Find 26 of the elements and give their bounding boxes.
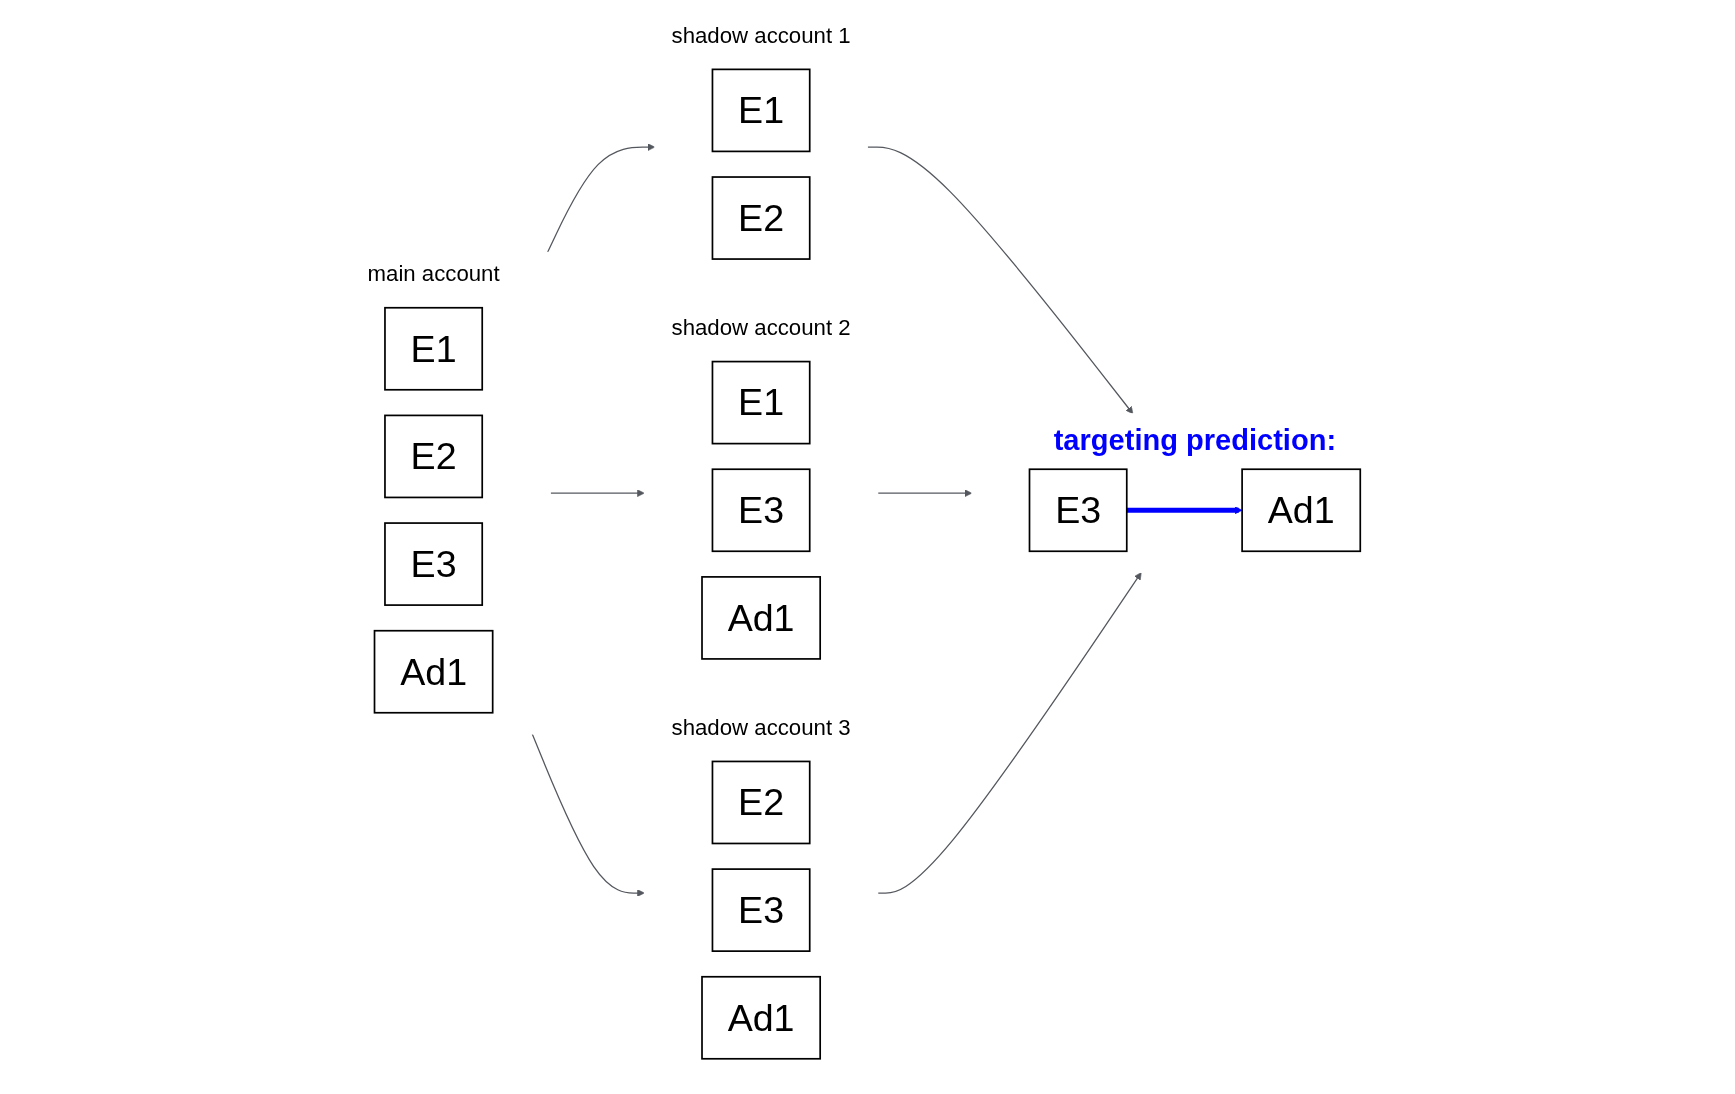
arrow: [547, 143, 656, 253]
node-box: E2: [384, 414, 484, 499]
node-box: E1: [711, 360, 811, 445]
arrow: [877, 572, 1142, 894]
node-box: E1: [384, 306, 484, 391]
node-text: shadow account 1: [671, 22, 851, 49]
node-text: targeting prediction:: [1053, 423, 1337, 457]
node-box: E3: [1028, 468, 1128, 553]
arrow: [866, 146, 1134, 415]
node-box: E3: [711, 868, 811, 952]
arrow: [1126, 506, 1243, 514]
node-box: E2: [711, 176, 811, 260]
node-box: Ad1: [373, 629, 494, 714]
node-text: shadow account 2: [671, 314, 851, 341]
node-box: E3: [384, 522, 484, 606]
arrow: [877, 489, 973, 497]
node-text: shadow account 3: [671, 714, 851, 741]
node-box: E3: [711, 468, 811, 553]
arrow: [549, 489, 645, 497]
node-box: E2: [711, 760, 811, 845]
arrow: [531, 733, 645, 897]
node-box: Ad1: [1241, 468, 1362, 553]
node-text: main account: [367, 260, 500, 287]
node-box: Ad1: [701, 576, 822, 660]
node-box: E1: [711, 68, 811, 153]
node-box: Ad1: [701, 975, 822, 1060]
